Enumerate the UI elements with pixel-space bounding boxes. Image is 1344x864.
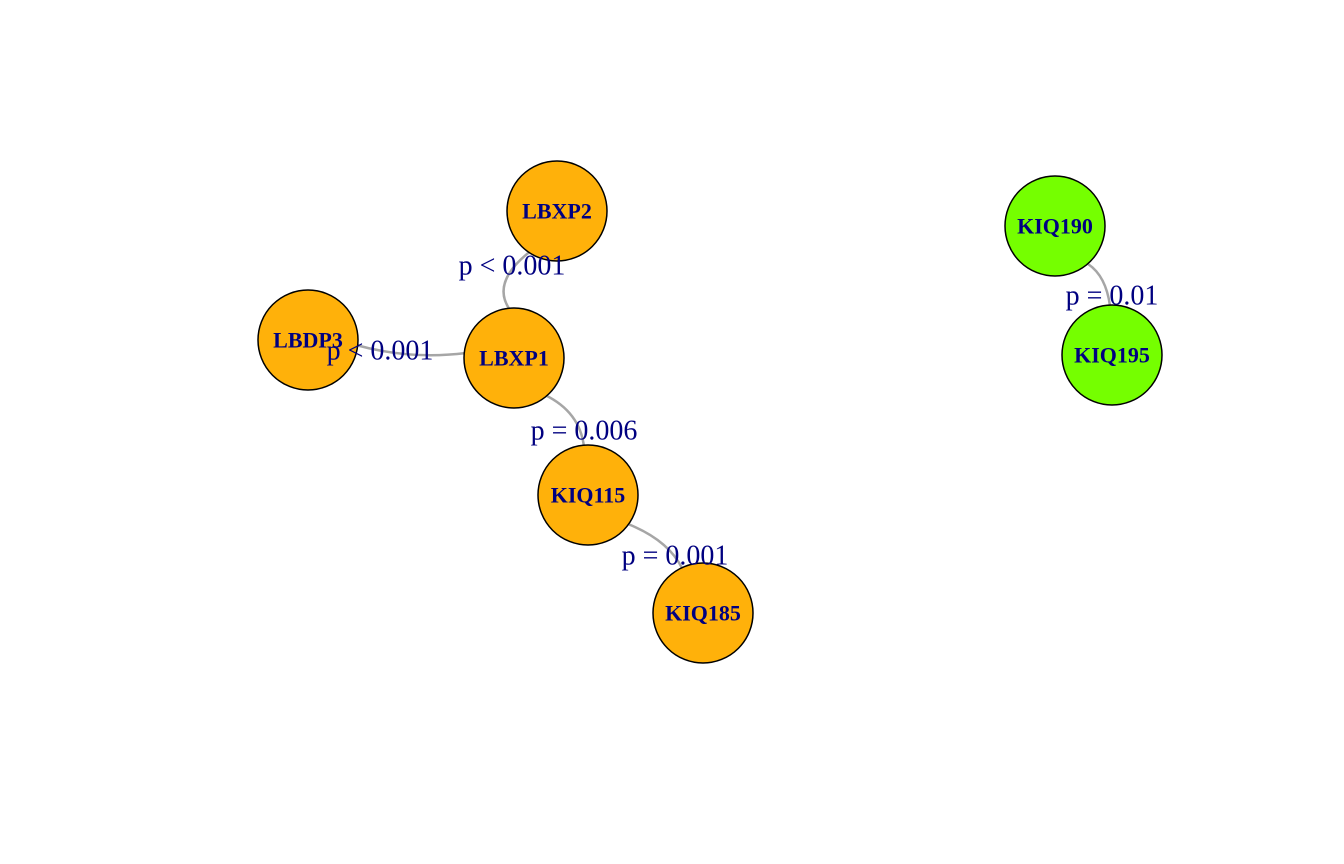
edge-label-lbxp1-lbxp2: p < 0.001 (459, 251, 566, 282)
node-circle (506, 160, 608, 262)
edge-kiq190-kiq195 (1087, 262, 1112, 307)
node-circle (1004, 175, 1106, 277)
node-label: KIQ195 (1074, 343, 1150, 368)
edge-label-lbxp1-kiq115: p = 0.006 (531, 416, 638, 447)
node-circle (463, 307, 565, 409)
edge-label-lbxp1-lbdp3: p < 0.001 (327, 336, 434, 367)
node-label: LBXP2 (522, 199, 592, 224)
node-label: LBXP1 (479, 346, 549, 371)
edge-kiq115-kiq185 (627, 522, 684, 569)
node-label: LBDP3 (273, 328, 343, 353)
edge-label-kiq190-kiq195: p = 0.01 (1066, 281, 1159, 312)
node-kiq195: KIQ195 (1061, 304, 1163, 406)
node-label: KIQ190 (1017, 214, 1093, 239)
node-lbdp3: LBDP3 (257, 289, 359, 391)
node-lbxp1: LBXP1 (463, 307, 565, 409)
node-kiq190: KIQ190 (1004, 175, 1106, 277)
edge-label-kiq115-kiq185: p = 0.001 (622, 541, 729, 572)
node-circle (652, 562, 754, 664)
edges-layer (355, 249, 1112, 569)
node-circle (257, 289, 359, 391)
node-label: KIQ115 (551, 483, 626, 508)
node-lbxp2: LBXP2 (506, 160, 608, 262)
edge-lbxp1-lbxp2 (502, 249, 533, 311)
node-kiq185: KIQ185 (652, 562, 754, 664)
node-label: KIQ185 (665, 601, 741, 626)
node-circle (537, 444, 639, 546)
edge-labels-layer: p < 0.001 p < 0.001 p = 0.006 p = 0.001 p = … (327, 251, 1159, 572)
edge-lbxp1-lbdp3 (355, 343, 467, 357)
node-kiq115: KIQ115 (537, 444, 639, 546)
node-circle (1061, 304, 1163, 406)
edge-lbxp1-kiq115 (544, 393, 586, 448)
